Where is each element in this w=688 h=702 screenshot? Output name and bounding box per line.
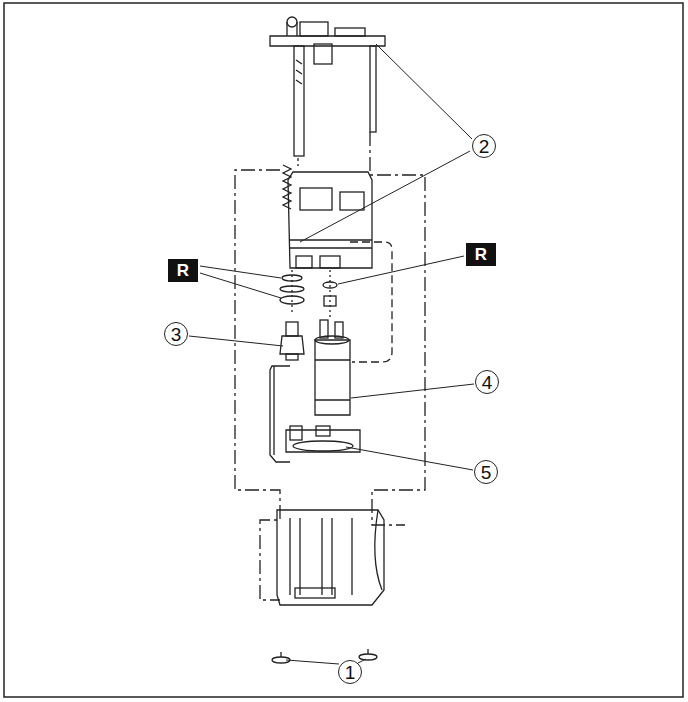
reuse-mark-box: R (466, 243, 496, 266)
callout-number: 3 (164, 322, 188, 346)
pump-assembly (235, 17, 425, 663)
callout-number: 1 (338, 660, 362, 684)
reuse-mark: R (168, 259, 198, 282)
frame (4, 3, 683, 697)
callout-number: 5 (474, 460, 498, 484)
reuse-mark: R (466, 243, 496, 266)
reuse-mark-box: R (168, 259, 198, 282)
callout-number: 4 (475, 370, 499, 394)
leader-lines (189, 44, 474, 664)
callout-number: 2 (472, 134, 496, 158)
